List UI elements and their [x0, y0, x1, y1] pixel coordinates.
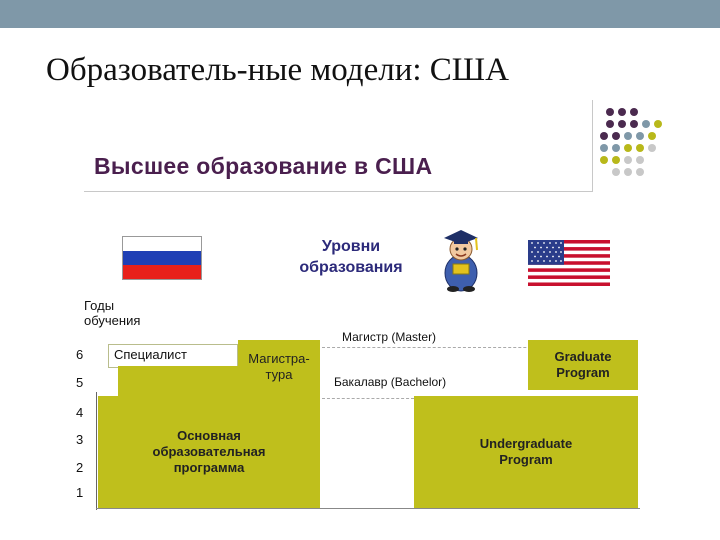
levels-title: Уровни образования	[276, 236, 426, 278]
decor-dot	[612, 156, 620, 164]
tick-4: 4	[76, 405, 83, 420]
decor-dot	[612, 144, 620, 152]
decor-dot	[636, 144, 644, 152]
decorative-dots	[600, 108, 670, 194]
y-axis-label-line-1: Годы	[84, 298, 140, 313]
tick-5: 5	[76, 375, 83, 390]
decor-dot	[600, 132, 608, 140]
y-axis-line	[96, 392, 97, 510]
graduate-label-line-2: Program	[528, 365, 638, 381]
baseline	[96, 508, 640, 509]
decor-dot	[624, 144, 632, 152]
divider-horizontal	[84, 191, 593, 192]
decor-dot	[600, 144, 608, 152]
top-banner	[0, 0, 720, 28]
undergraduate-label-line-2: Program	[414, 452, 638, 468]
graduate-label: Graduate Program	[528, 349, 638, 381]
decor-dot	[636, 132, 644, 140]
decor-dot	[648, 132, 656, 140]
decor-dot	[648, 144, 656, 152]
decor-dot	[624, 168, 632, 176]
y-axis-label-line-2: обучения	[84, 313, 140, 328]
levels-title-line-2: образования	[276, 257, 426, 278]
master-label: Магистр (Master)	[342, 330, 436, 344]
decor-dot	[606, 120, 614, 128]
y-axis-label: Годы обучения	[84, 298, 140, 328]
magistratura-label-line-2: тура	[240, 367, 318, 383]
decor-dot	[612, 168, 620, 176]
tick-3: 3	[76, 432, 83, 447]
bachelor-dashed-line	[322, 398, 414, 399]
bachelor-label: Бакалавр (Bachelor)	[334, 375, 446, 389]
tick-1: 1	[76, 485, 83, 500]
decor-dot	[624, 156, 632, 164]
decor-dot	[654, 120, 662, 128]
levels-title-line-1: Уровни	[276, 236, 426, 257]
decor-dot	[624, 132, 632, 140]
specialist-label: Специалист	[114, 347, 187, 362]
graduate-mascot-icon	[438, 226, 484, 292]
magistratura-label-line-1: Магистра-	[240, 351, 318, 367]
tick-2: 2	[76, 460, 83, 475]
tick-6: 6	[76, 347, 83, 362]
figure-heading: Высшее образование в США	[94, 153, 432, 180]
decor-dot	[600, 156, 608, 164]
decor-dot	[630, 120, 638, 128]
decor-dot	[606, 108, 614, 116]
slide-title: Образователь-ные модели: США	[46, 52, 509, 89]
graduate-label-line-1: Graduate	[528, 349, 638, 365]
decor-dot	[618, 108, 626, 116]
decor-dot	[612, 132, 620, 140]
usa-flag	[528, 240, 610, 286]
undergraduate-label-line-1: Undergraduate	[414, 436, 638, 452]
decor-dot	[636, 156, 644, 164]
undergraduate-label: Undergraduate Program	[414, 436, 638, 468]
magistratura-label: Магистра- тура	[240, 351, 318, 383]
base-program-line-3: программа	[120, 460, 298, 476]
base-program-line-2: образовательная	[120, 444, 298, 460]
base-program-label: Основная образовательная программа	[120, 428, 298, 476]
divider-vertical	[592, 100, 593, 192]
decor-dot	[642, 120, 650, 128]
base-program-line-1: Основная	[120, 428, 298, 444]
decor-dot	[618, 120, 626, 128]
decor-dot	[630, 108, 638, 116]
russia-flag	[122, 236, 202, 280]
decor-dot	[636, 168, 644, 176]
